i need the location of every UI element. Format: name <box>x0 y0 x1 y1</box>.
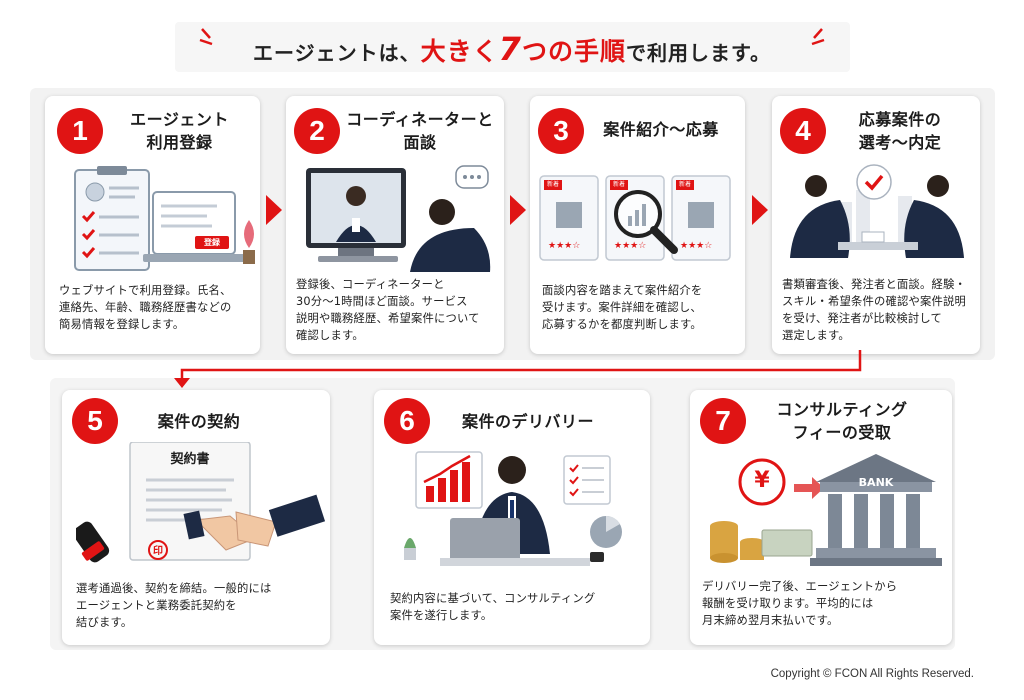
step-card-6: 6 案件のデリバリー 契約内容に基づいて、コンサルティング 案件を遂行します。 <box>374 390 650 645</box>
flow-arrow-icon <box>266 195 282 225</box>
new-badge: 新着 <box>678 181 691 188</box>
step-description: ウェブサイトで利用登録。氏名、 連絡先、年齢、職務経歴書などの 簡易情報を登録し… <box>59 284 232 331</box>
svg-text:★★★☆: ★★★☆ <box>680 241 712 251</box>
step-description: デリバリー完了後、エージェントから 報酬を受け取ります。平均的には 月末締め翌月… <box>702 580 898 627</box>
step-number-badge: 5 <box>72 398 118 444</box>
step-description: 契約内容に基づいて、コンサルティング 案件を遂行します。 <box>390 592 596 622</box>
new-badge: 新着 <box>612 181 625 188</box>
video-interview-icon <box>306 165 491 272</box>
svg-text:★★★☆: ★★★☆ <box>614 241 646 251</box>
fee-payment-bank-icon <box>710 454 942 566</box>
step-title: コーディネーターと 面談 <box>346 110 494 152</box>
registration-form-icon <box>74 166 255 271</box>
copyright-notice: Copyright © FCON All Rights Reserved. <box>770 668 974 680</box>
accent-lines-left-icon <box>199 28 213 46</box>
step-number-badge: 6 <box>384 398 430 444</box>
page-title: エージェントは、大きく7つの手順で利用します。 <box>253 30 771 68</box>
step-number-badge: 3 <box>538 108 584 154</box>
flow-arrow-icon <box>510 195 526 225</box>
title-banner <box>175 22 850 72</box>
step-title: エージェント 利用登録 <box>130 110 229 152</box>
register-badge: 登録 <box>204 238 220 247</box>
contract-handshake-icon <box>76 442 326 563</box>
accent-lines-right-icon <box>811 28 825 46</box>
step-card-2: 2 コーディネーターと 面談 登録後、コーディネーターと 30分〜1時間ほど面談… <box>286 96 504 354</box>
step-card-1: 1 エージェント 利用登録 登録 ウェブサイトで利用登録。氏名、 連絡先、年齢、… <box>45 96 260 354</box>
step-description: 登録後、コーディネーターと 30分〜1時間ほど面談。サービス 説明や職務経歴、希… <box>296 278 480 342</box>
step-number-badge: 2 <box>294 108 340 154</box>
step-title: 案件の契約 <box>157 412 241 431</box>
yen-icon: ¥ <box>754 468 770 493</box>
step-title: 応募案件の 選考〜内定 <box>858 110 942 152</box>
consultant-working-icon <box>404 451 622 566</box>
job-listings-icon: ★★★☆ ★★★☆ ★★★☆ <box>539 175 731 261</box>
step-card-4: 4 応募案件の 選考〜内定 書類審査後、発注者と面談。経験・ スキル・希望条件の… <box>772 96 980 354</box>
step-card-5: 5 案件の契約 契約書 印 選考通過後、契約を締結。一般的には エージェントと業… <box>62 390 330 645</box>
step-number-badge: 1 <box>57 108 103 154</box>
step-number-badge: 7 <box>700 398 746 444</box>
step-title: コンサルティング フィーの受取 <box>776 400 908 442</box>
step-description: 選考通過後、契約を締結。一般的には エージェントと業務委託契約を 結びます。 <box>76 582 272 629</box>
new-badge: 新着 <box>546 181 559 188</box>
step-description: 面談内容を踏まえて案件紹介を 受けます。案件詳細を確認し、 応募するかを都度判断… <box>542 284 703 331</box>
step-card-3: 3 案件紹介〜応募 ★★★☆ ★★★☆ ★★★☆ 新着 新着 新着 面談内容を踏… <box>530 96 745 354</box>
interview-meeting-icon <box>790 164 964 258</box>
bank-label: BANK <box>858 476 894 489</box>
step-card-7: 7 コンサルティング フィーの受取 ¥ BANK デリバリー完了後、エージェント… <box>690 390 952 645</box>
svg-text:★★★☆: ★★★☆ <box>548 241 580 251</box>
step-number-badge: 4 <box>780 108 826 154</box>
contract-doc-title: 契約書 <box>170 452 210 467</box>
step-description: 書類審査後、発注者と面談。経験・ スキル・希望条件の確認や案件説明 を受け、発注… <box>782 278 966 342</box>
step-title: 案件のデリバリー <box>461 412 594 431</box>
flow-arrow-icon <box>752 195 768 225</box>
seal-stamp-text: 印 <box>153 546 163 557</box>
connector-arrow-icon <box>174 350 862 388</box>
step-title: 案件紹介〜応募 <box>603 120 719 139</box>
